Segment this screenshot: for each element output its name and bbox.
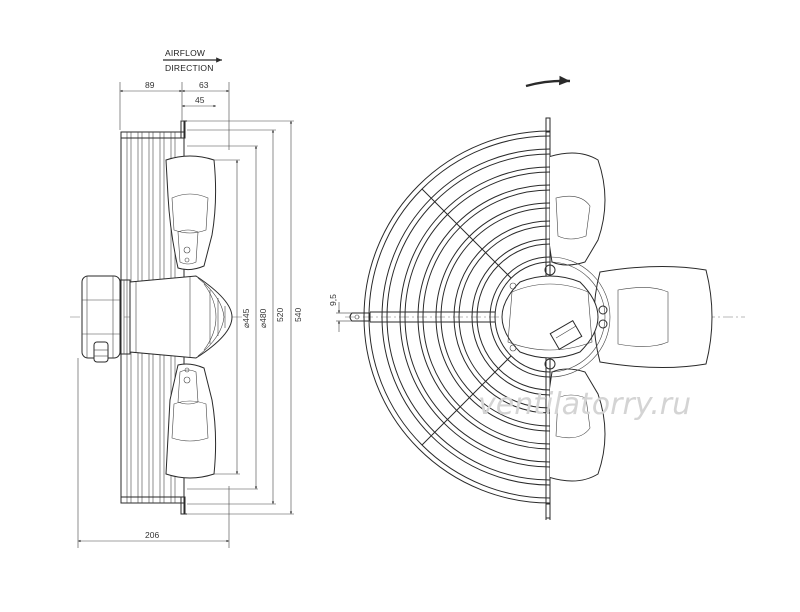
- svg-text:540: 540: [293, 308, 303, 322]
- upper-blade-side: [165, 155, 217, 271]
- airflow-text: AIRFLOW: [165, 48, 205, 58]
- mounting-tab-left: [349, 312, 371, 322]
- watermark-text: ventilatorry.ru: [478, 387, 691, 422]
- rotation-direction-arrow: [525, 75, 571, 88]
- dimension-diameter-480: ⌀480: [187, 145, 268, 490]
- motor-hub-side: [129, 275, 233, 359]
- svg-text:⌀480: ⌀480: [258, 308, 268, 328]
- terminal-box: [81, 275, 131, 363]
- motor-hub-front: [501, 264, 608, 370]
- svg-text:520: 520: [275, 308, 285, 322]
- svg-text:45: 45: [195, 95, 205, 105]
- lower-blade-side: [165, 363, 217, 479]
- dimension-9-5: 9,5: [328, 294, 352, 332]
- svg-text:89: 89: [145, 80, 155, 90]
- dimension-diameter-445: ⌀445: [214, 159, 251, 475]
- airflow-direction-label: AIRFLOW DIRECTION: [163, 48, 222, 73]
- side-view: 89 63 45 206 ⌀445: [70, 80, 303, 548]
- dimension-63: 63: [181, 80, 230, 150]
- svg-text:63: 63: [199, 80, 209, 90]
- impeller-blades-front: [550, 152, 713, 482]
- guard-grille-front: [363, 130, 550, 504]
- dimension-520: 520: [187, 129, 285, 505]
- dimension-540: 540: [187, 120, 303, 515]
- dimension-89: 89: [119, 80, 182, 130]
- front-view: 9,5: [328, 75, 745, 520]
- svg-text:206: 206: [145, 530, 159, 540]
- svg-text:⌀445: ⌀445: [241, 308, 251, 328]
- direction-text: DIRECTION: [165, 63, 214, 73]
- dimension-45: 45: [182, 95, 216, 108]
- dimension-206: 206: [77, 358, 230, 548]
- svg-text:9,5: 9,5: [328, 294, 338, 306]
